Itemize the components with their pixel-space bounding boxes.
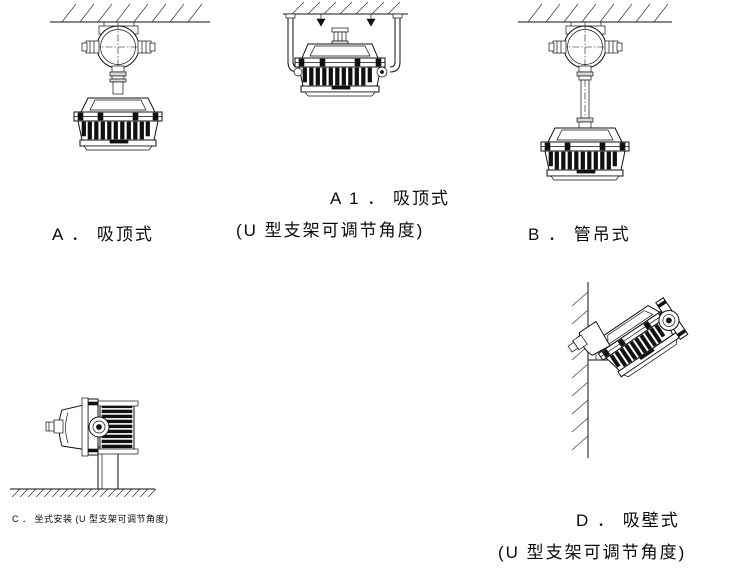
caption-figure-a1-line1: A 1 ． 吸顶式 — [330, 189, 451, 208]
ceiling-hatch — [50, 3, 210, 23]
caption-figure-a1-line2: (U 型支架可调节角度) — [236, 221, 425, 240]
threaded-stem — [109, 65, 127, 95]
ceiling-hatch — [283, 1, 408, 15]
junction-box — [567, 320, 611, 356]
ground-hatch — [10, 488, 157, 498]
caption-figure-b: B ． 管吊式 — [528, 225, 631, 244]
cooling-fins — [548, 151, 617, 170]
round-junction-box — [548, 22, 623, 72]
cooling-fins — [81, 121, 150, 140]
lamp-body-tilted — [567, 297, 689, 378]
u-bracket — [87, 398, 110, 456]
lamp-body — [73, 97, 163, 151]
caption-figure-a: A ． 吸顶式 — [52, 225, 154, 244]
caption-figure-c: C ． 坐式安装 (U 型支架可调节角度) — [12, 514, 169, 524]
pendant-pipe — [576, 65, 594, 129]
ceiling-hatch — [518, 3, 672, 23]
lamp-body — [293, 43, 388, 97]
wall-hatch — [571, 282, 589, 458]
lamp-body — [540, 127, 630, 181]
u-bracket — [655, 297, 689, 340]
flange-bolt — [295, 58, 385, 67]
anchor-bolt — [316, 14, 376, 27]
u-bracket — [285, 13, 403, 73]
round-junction-box — [81, 22, 156, 72]
side-junction-box — [45, 397, 89, 457]
cooling-fins — [302, 67, 372, 86]
flange-bolt — [541, 142, 629, 151]
caption-figure-d-line2: (U 型支架可调节角度) — [498, 543, 687, 562]
cooling-fins — [609, 324, 666, 368]
flange-bolt — [74, 112, 162, 121]
lamp-body-side — [45, 397, 139, 457]
caption-figure-d-line1: D ． 吸壁式 — [576, 511, 680, 530]
